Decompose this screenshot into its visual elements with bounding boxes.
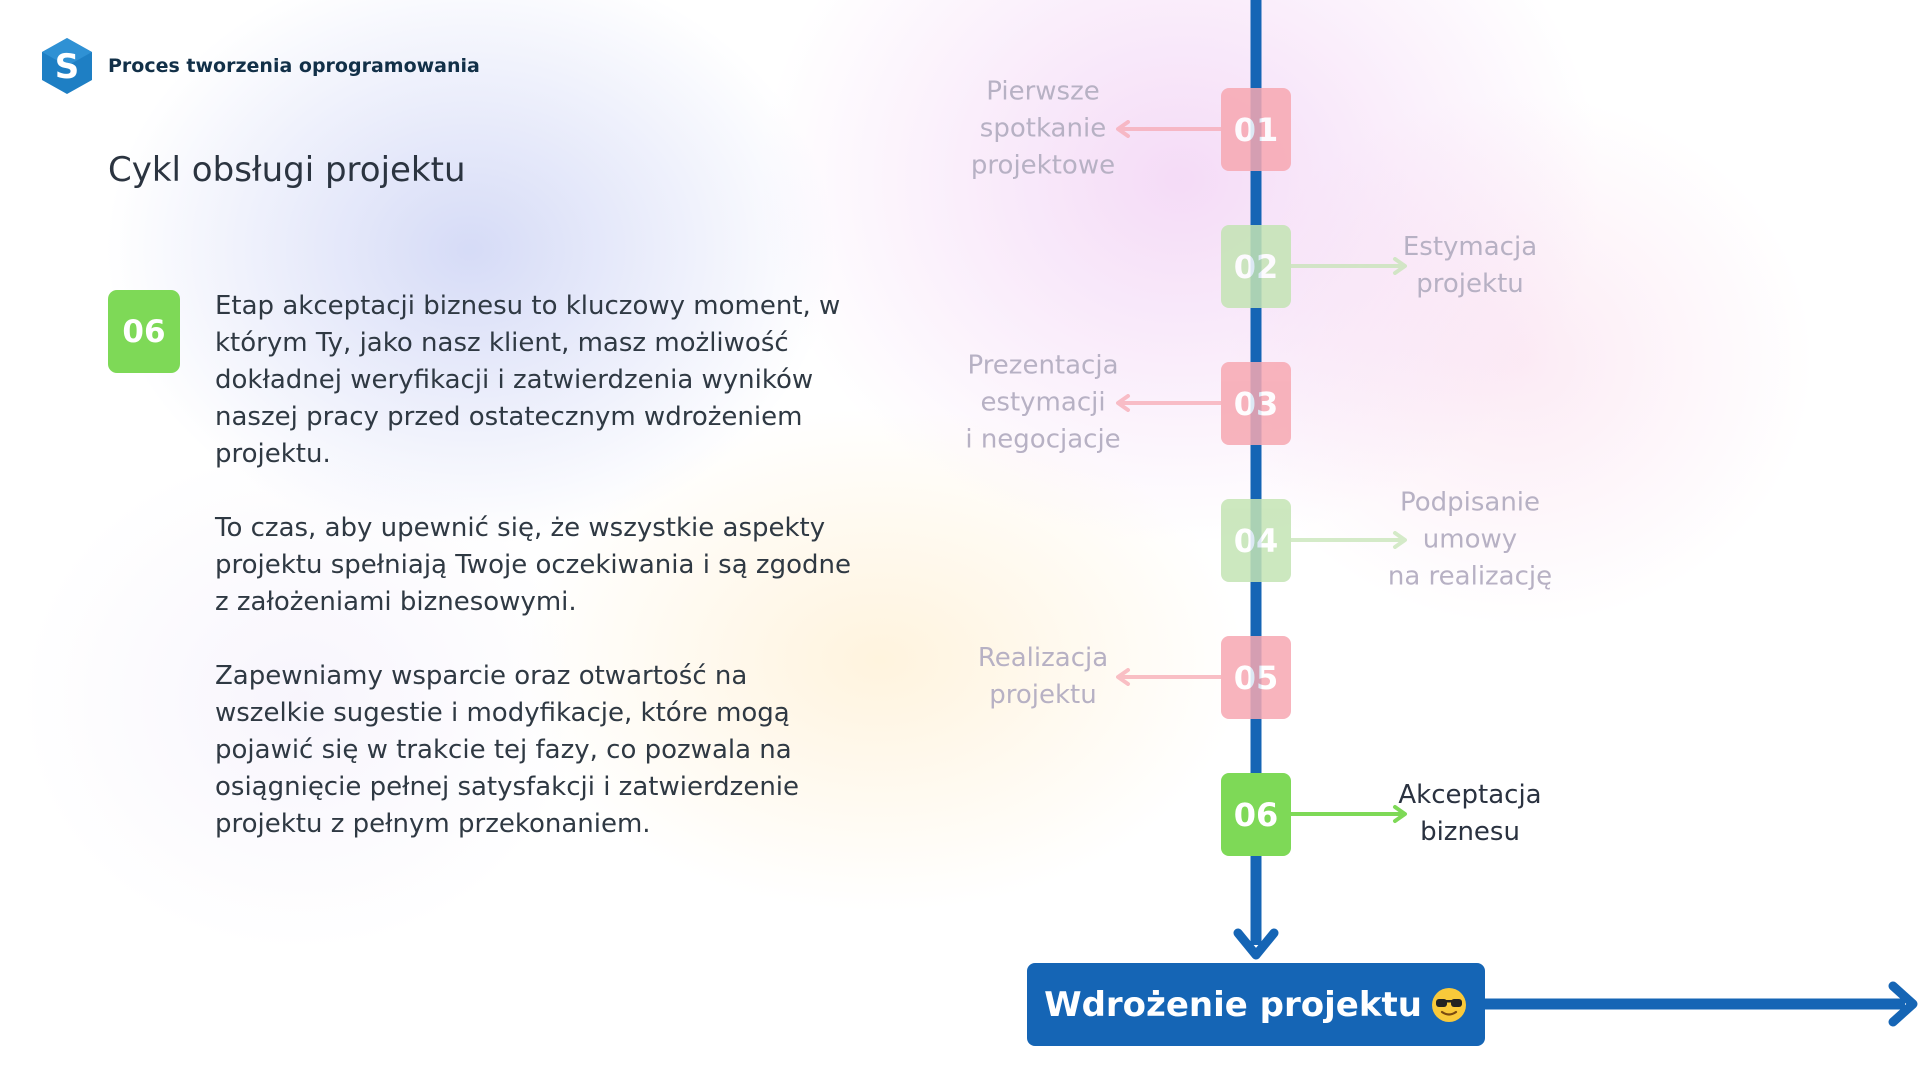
svg-text:S: S [55,47,80,87]
deployment-final-box: Wdrożenie projektu [1027,963,1485,1046]
step-arrow-01 [1116,120,1221,138]
description-paragraph: To czas, aby upewnić się, że wszystkie a… [215,513,851,617]
timeline-step-label-01: Pierwsze spotkanie projektowe [970,76,1116,181]
sunglasses-emoji-icon [1431,987,1466,1022]
app-title: Proces tworzenia oprogramowania [108,55,480,77]
exit-arrowhead [1888,981,1918,1027]
step-description: Etap akceptacji biznesu to kluczowy mome… [215,288,855,880]
step-arrow-02 [1291,257,1407,275]
page-title: Cykl obsługi projektu [108,150,466,190]
timeline-step-05: 05 [1221,636,1291,719]
logo-icon: S [42,38,92,94]
timeline-step-03: 03 [1221,362,1291,445]
description-paragraph: Etap akceptacji biznesu to kluczowy mome… [215,291,841,469]
timeline-step-label-04: Podpisanie umowy na realizację [1387,487,1553,592]
step-arrow-06 [1291,805,1407,823]
timeline-step-label-02: Estymacja projektu [1402,232,1538,299]
description-paragraph: Zapewniamy wsparcie oraz otwartość na ws… [215,661,800,839]
timeline-step-02: 02 [1221,225,1291,308]
final-label: Wdrożenie projektu [1044,984,1422,1025]
step-arrow-05 [1116,668,1221,686]
timeline-arrowhead [1233,928,1279,960]
timeline-step-06: 06 [1221,773,1291,856]
step-arrow-04 [1291,531,1407,549]
timeline-step-label-06: Akceptacja biznesu [1398,780,1542,847]
timeline-step-04: 04 [1221,499,1291,582]
timeline-step-label-03: Prezentacja estymacji i negocjacje [965,350,1121,455]
timeline-step-label-05: Realizacja projektu [977,643,1109,710]
timeline-step-01: 01 [1221,88,1291,171]
step-arrow-03 [1116,394,1221,412]
current-step-badge: 06 [108,290,180,373]
